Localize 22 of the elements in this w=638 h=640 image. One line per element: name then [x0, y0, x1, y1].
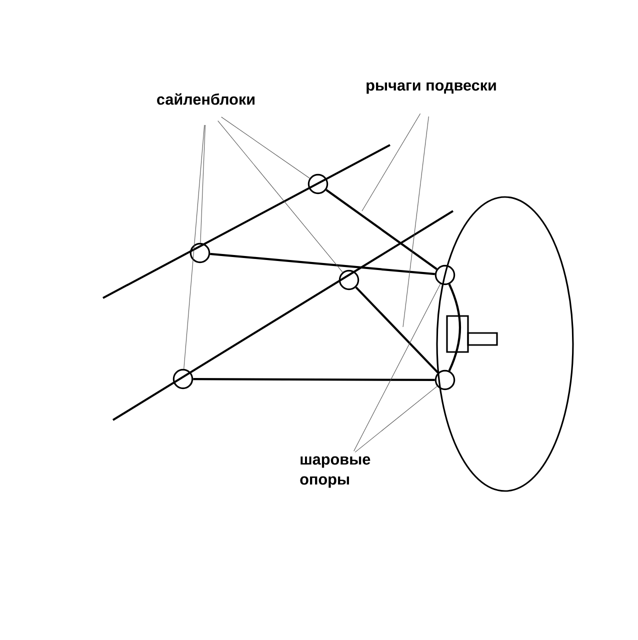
- arm-line: [448, 284, 462, 372]
- arm-line: [210, 252, 435, 276]
- leader-line: [221, 116, 310, 178]
- joint-circle: [434, 264, 456, 286]
- callout-text: шаровые опоры: [300, 456, 370, 488]
- leader-line: [354, 284, 441, 452]
- leader-line: [200, 124, 206, 244]
- leader-line: [402, 116, 429, 328]
- callout-text: рычаги подвески: [366, 82, 496, 94]
- arm-line: [193, 378, 435, 382]
- leader-line: [218, 120, 343, 272]
- leader-line: [362, 113, 421, 212]
- leader-line: [184, 124, 205, 370]
- arm-line: [355, 286, 439, 374]
- joint-circle: [190, 242, 210, 264]
- joint-circle: [338, 270, 360, 290]
- joint-circle: [308, 174, 328, 194]
- callout-text: сайленблоки: [157, 93, 254, 105]
- leader-line: [354, 386, 438, 452]
- joint-circle: [434, 370, 456, 390]
- joint-circle: [172, 368, 194, 390]
- arm-line: [326, 189, 438, 270]
